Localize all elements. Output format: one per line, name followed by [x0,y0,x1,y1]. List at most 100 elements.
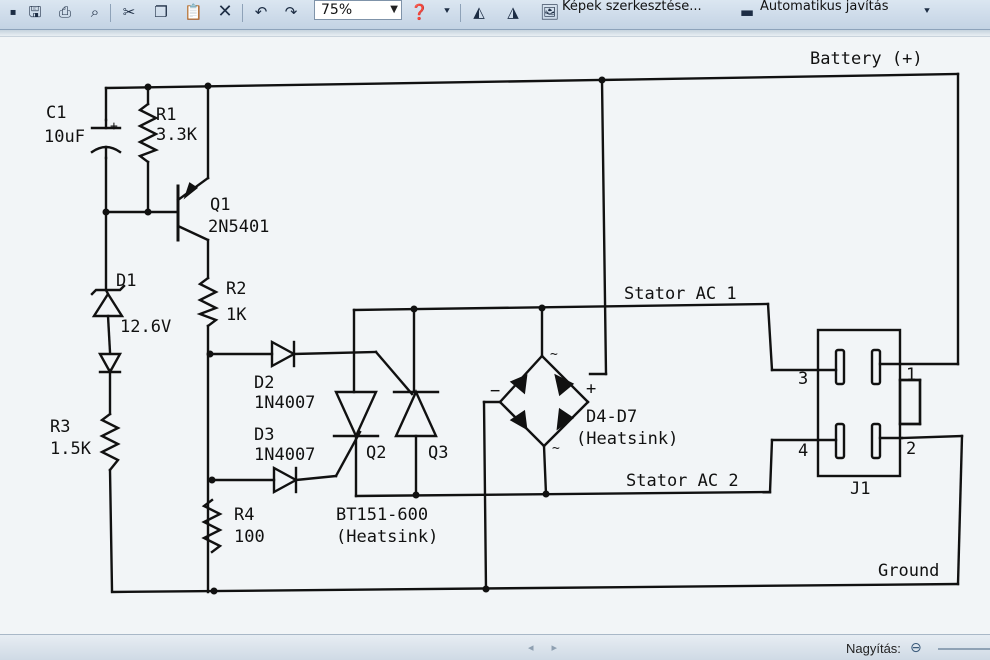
page-top-edge [0,30,990,36]
scr-part: BT151-600 [336,505,428,525]
q1-part: 2N5401 [208,217,269,237]
scr-q3 [392,389,440,438]
j1-pin-2 [870,422,882,460]
junction-dot [538,304,546,312]
r2-label: R2 [226,279,246,299]
bridge-label: D4-D7 [586,407,637,427]
transistor-q1 [176,176,210,242]
image-editor-button[interactable]: Képek szerkesztése... [562,0,702,14]
zoom-out-icon[interactable]: ⊖ [910,640,922,656]
diode-d2 [270,339,297,369]
r2-value: 1K [226,305,247,325]
bridge-ac-top: ~ [550,347,558,362]
scroll-arrows-icon[interactable]: ◂▸ [528,641,576,654]
diode-d7 [556,407,575,431]
undo-icon[interactable]: ↶ [254,3,268,21]
chevron-down-icon[interactable]: ▼ [390,4,398,15]
j1-label: J1 [850,479,870,499]
diode-d4 [509,374,528,395]
save-icon[interactable]: 🖫 [28,3,42,21]
wires [104,72,964,594]
pin3-label: 3 [798,369,808,389]
toolbar-separator [110,4,111,22]
bridge-minus: − [490,381,500,401]
junction-dot [410,305,418,313]
circuit-schematic: Battery (+) Stator AC 1 Stator AC 2 Grou… [44,49,964,595]
zener-diode-d1 [90,284,126,375]
image-editor-icon[interactable]: 🖼 [540,3,560,21]
zoom-label: Nagyítás: [846,641,901,656]
cut-icon[interactable]: ✂ [122,3,136,21]
toolbar-options-icon[interactable]: ⯆ [443,6,451,17]
bridge-ac-bottom: ~ [552,441,560,456]
pin4-label: 4 [798,441,808,461]
resistor-r2 [196,276,219,328]
shapes-icon[interactable]: ◮ [507,3,519,21]
stator-ac1-label: Stator AC 1 [624,284,737,304]
help-icon[interactable]: ❓ [410,3,429,21]
capacitor-c1 [90,118,122,160]
j1-pin-3 [834,348,846,386]
bridge-heatsink: (Heatsink) [576,429,678,449]
document-page [0,36,990,635]
d1-label: D1 [116,271,136,291]
q2-label: Q2 [366,443,386,463]
zoom-select[interactable]: 75% ▼ [314,0,402,20]
c1-label: C1 [46,103,66,123]
d2-part: 1N4007 [254,393,315,413]
junction-dot [598,76,606,84]
print-preview-icon[interactable]: ⌕ [90,3,100,21]
diode-d6 [509,409,528,431]
r1-value: 3.3K [156,125,198,145]
delete-icon[interactable]: ✕ [217,1,233,22]
stator-ac2-label: Stator AC 2 [626,471,739,491]
junction-dots [102,76,606,595]
scr-heatsink: (Heatsink) [336,527,438,547]
j1-pin-1 [870,348,882,386]
junction-dot [412,491,420,499]
redo-icon[interactable]: ↷ [284,3,298,21]
d3-part: 1N4007 [254,445,315,465]
junction-dot [208,476,216,484]
print-icon[interactable]: ⎙ [58,3,71,21]
resistor-r4 [201,498,223,554]
diode-d5 [554,373,575,397]
paste-icon[interactable]: 📋 [184,3,203,21]
d3-label: D3 [254,425,274,445]
pin2-label: 2 [906,439,916,459]
q1-label: Q1 [210,195,230,215]
j1-pin-4 [834,422,846,460]
bridge-rectifier [498,354,590,448]
junction-dot [210,587,218,595]
d1-value: 12.6V [120,317,171,337]
ground-label: Ground [878,561,939,581]
scr-q2 [332,390,380,439]
status-bar: ◂▸ Nagyítás: ⊖ [0,634,990,660]
r1-label: R1 [156,105,176,125]
q3-label: Q3 [428,443,448,463]
copy-icon[interactable]: ❐ [154,3,168,21]
bridge-plus: + [586,379,596,399]
chevron-down-icon[interactable]: ⯆ [923,6,931,17]
drawing-icon[interactable]: ◭ [473,3,485,21]
junction-dot [204,82,212,90]
d2-label: D2 [254,373,274,393]
r4-value: 100 [234,527,265,547]
c1-value: 10uF [44,127,85,147]
overflow-icon[interactable]: ▪ [9,7,17,18]
zoom-value: 75% [321,2,353,18]
pin1-label: 1 [906,365,916,385]
battery-label: Battery (+) [810,49,923,69]
junction-dot [102,208,110,216]
r4-label: R4 [234,505,254,525]
resistor-r1 [137,102,159,164]
zoom-slider[interactable] [938,648,990,650]
autocorrect-button[interactable]: Automatikus javítás [760,0,889,14]
c1-plus-sign: + [110,119,118,134]
toolbar: ▪ 🖫 ⎙ ⌕ ✂ ❐ 📋 ✕ ↶ ↷ 75% ▼ ❓ ⯆ ◭ ◮ 🖼 Képe… [0,0,990,30]
r3-value: 1.5K [50,439,92,459]
connector-j1 [816,328,922,478]
junction-dot [482,585,490,593]
r3-label: R3 [50,417,70,437]
autocorrect-icon[interactable]: ▬ [739,3,755,21]
